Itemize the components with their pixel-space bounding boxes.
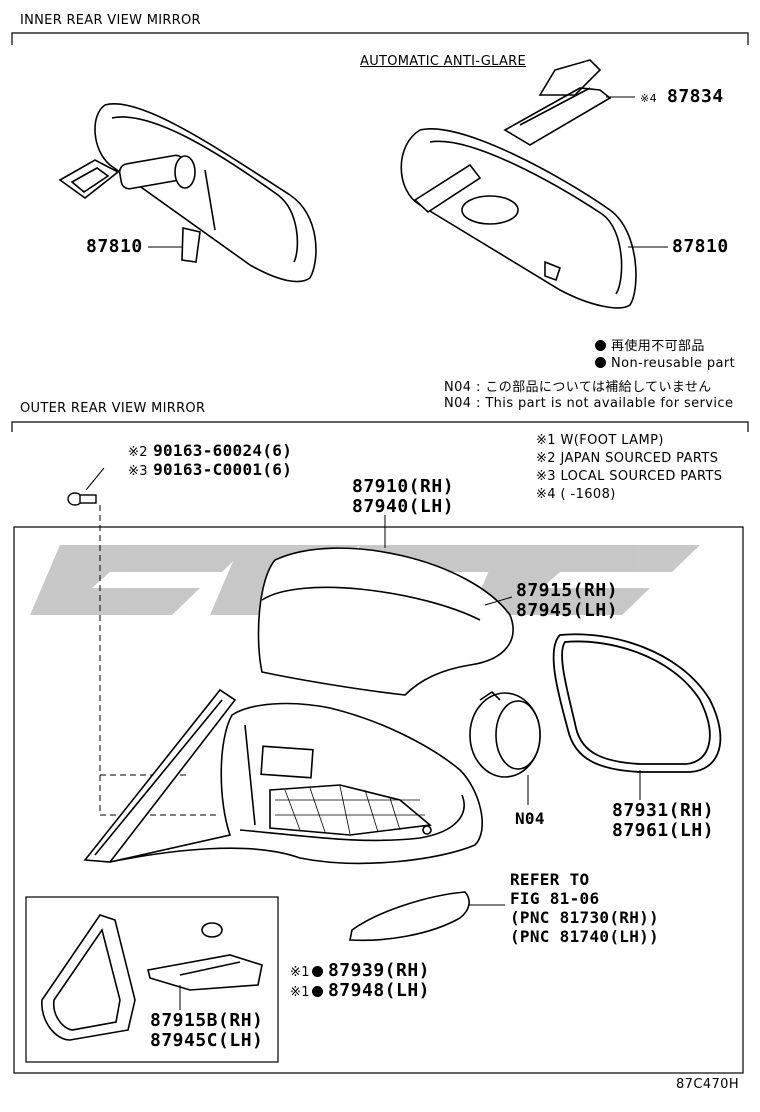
mirror-housing-drawing	[83, 688, 483, 865]
non-reusable-dot-icon	[311, 986, 323, 997]
screw-dashed-line	[99, 505, 220, 816]
part-87931: 87931(RH)	[612, 800, 715, 821]
part-87810-left: 87810	[86, 236, 143, 257]
refer-pnc-lh: (PNC 81740(LH))	[510, 927, 659, 946]
refer-to-label: REFER TO	[510, 870, 590, 889]
note-4: ※4 ( -1608)	[536, 487, 616, 502]
actuator-drawing	[469, 690, 541, 778]
part-87915b: 87915B(RH)	[150, 1010, 264, 1031]
legend-non-reusable-jp: 再使用不可部品	[595, 335, 705, 354]
leader-87915	[484, 596, 513, 606]
part-87910: 87910(RH)	[352, 476, 455, 497]
part-87834-mark: ※4	[640, 92, 658, 105]
leader-screw	[85, 467, 105, 491]
legend-n04-en: N04 : This part is not available for ser…	[444, 396, 734, 411]
turn-lamp-drawing	[349, 891, 470, 942]
part-87915: 87915(RH)	[516, 580, 619, 601]
auto-anti-glare-label: AUTOMATIC ANTI-GLARE	[360, 54, 526, 69]
part-87940: 87940(LH)	[352, 496, 455, 517]
part-87810-right: 87810	[672, 236, 729, 257]
inner-mirror-left-drawing	[58, 103, 317, 283]
non-reusable-dot-icon	[595, 357, 606, 368]
inner-section-title: INNER REAR VIEW MIRROR	[20, 13, 201, 28]
note-2: ※2 JAPAN SOURCED PARTS	[536, 451, 719, 466]
screw-drawing	[67, 492, 97, 506]
part-87945: 87945(LH)	[516, 600, 619, 621]
non-reusable-dot-icon	[311, 966, 323, 977]
inset-cover-drawing	[41, 914, 263, 1041]
screw-japan-label: ※2 90163-60024(6)	[128, 441, 293, 460]
part-n04: N04	[515, 809, 545, 828]
part-87834: 87834	[667, 86, 724, 107]
outer-section-title: OUTER REAR VIEW MIRROR	[20, 401, 206, 416]
refer-pnc-rh: (PNC 81730(RH))	[510, 908, 659, 927]
note-3: ※3 LOCAL SOURCED PARTS	[536, 469, 723, 484]
mirror-glass-drawing	[552, 633, 722, 773]
figure-code: 87C470H	[676, 1077, 740, 1092]
refer-fig-link[interactable]: FIG 81-06	[510, 889, 600, 908]
note-1: ※1 W(FOOT LAMP)	[536, 433, 664, 448]
legend-n04-jp: N04 : この部品については補給していません	[444, 380, 712, 395]
section-frames	[11, 32, 749, 1074]
part-87945c: 87945C(LH)	[150, 1030, 264, 1051]
part-87961: 87961(LH)	[612, 820, 715, 841]
auto-antiglare-mirror-drawing	[400, 59, 637, 309]
mirror-cover-drawing	[257, 547, 514, 696]
screw-local-label: ※3 90163-C0001(6)	[128, 460, 293, 479]
non-reusable-dot-icon	[595, 340, 606, 351]
legend-non-reusable-en: Non-reusable part	[595, 356, 735, 371]
